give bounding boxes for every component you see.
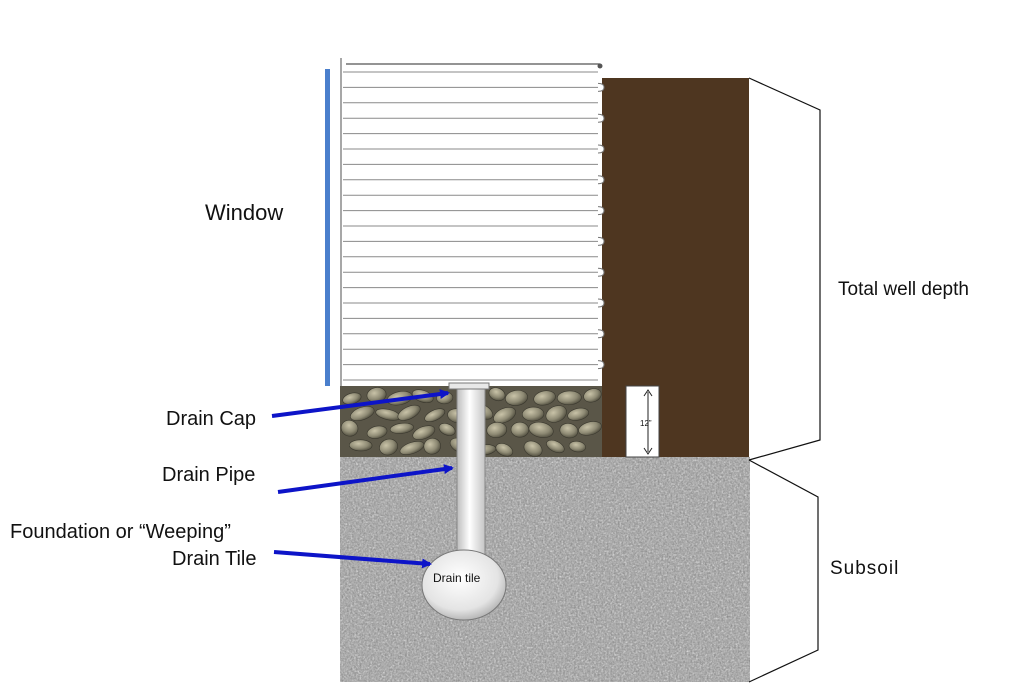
drain-tile [421, 549, 507, 621]
gravel-stone [379, 438, 398, 456]
subsoil-label: Subsoil [830, 558, 899, 579]
gravel-stone [556, 390, 582, 406]
gravel-stone [424, 408, 446, 423]
gravel-stone [495, 443, 514, 457]
corrugation-flange [597, 82, 605, 92]
window-label: Window [205, 200, 283, 225]
corrugation-flange [597, 329, 605, 339]
window-well [340, 58, 605, 386]
gravel-stone [397, 404, 421, 421]
corrugation-flange [597, 360, 605, 370]
corrugation-flange [597, 236, 605, 246]
gravel-stone [389, 422, 414, 434]
total-depth-brace [748, 77, 821, 461]
gravel-stone [399, 441, 425, 455]
gravel-stone [533, 390, 556, 406]
drain-pipe [456, 387, 486, 569]
gravel-stone [423, 437, 441, 455]
gravel-stone [521, 406, 545, 422]
gravel-stone [505, 389, 528, 406]
gravel-stone [350, 406, 375, 421]
drain-pipe-arrow [277, 464, 454, 494]
gravel-stone [583, 388, 602, 403]
gravel-stone [528, 421, 554, 438]
subsoil-brace [748, 459, 819, 683]
measure-label: 12” [640, 419, 652, 428]
gravel-stone [486, 421, 508, 439]
drain-pipe-label: Drain Pipe [162, 464, 255, 486]
gravel-stone [523, 440, 543, 457]
drain-assembly [421, 382, 507, 621]
gravel-stone [340, 419, 359, 437]
corrugation-flange [597, 113, 605, 123]
gravel-stone [559, 423, 579, 439]
foundation-label-line2: Drain Tile [172, 548, 256, 570]
drain-tile-arrow [273, 550, 432, 569]
gravel-stone [510, 421, 530, 438]
gravel-stone [546, 439, 565, 454]
drain-cap-arrow [271, 389, 450, 418]
gravel-stone [438, 423, 456, 436]
gravel-stone [568, 440, 586, 453]
corrugation-flange [597, 267, 605, 277]
gravel-stone [488, 387, 506, 402]
gravel-stone [412, 425, 436, 440]
total-well-depth-label: Total well depth [838, 279, 969, 300]
corrugation-flange [597, 175, 605, 185]
soil-backfill [602, 78, 749, 457]
gravel-stone [366, 425, 388, 439]
subsoil-area [340, 457, 750, 682]
gravel-stone [348, 439, 373, 452]
gravel-stone [567, 407, 590, 421]
corrugation-flange [597, 298, 605, 308]
measure-box [625, 385, 660, 458]
foundation-label-line1: Foundation or “Weeping” [10, 521, 231, 543]
gravel-stone [578, 421, 602, 436]
window-bar [325, 69, 330, 386]
gravel-stone [545, 405, 567, 423]
gravel-stone [493, 406, 517, 424]
drain-cap [448, 382, 490, 390]
drain-tile-inner-label: Drain tile [433, 571, 481, 585]
corrugation-flange [597, 144, 605, 154]
corrugation-flange [597, 206, 605, 216]
drain-cap-label: Drain Cap [166, 408, 256, 430]
